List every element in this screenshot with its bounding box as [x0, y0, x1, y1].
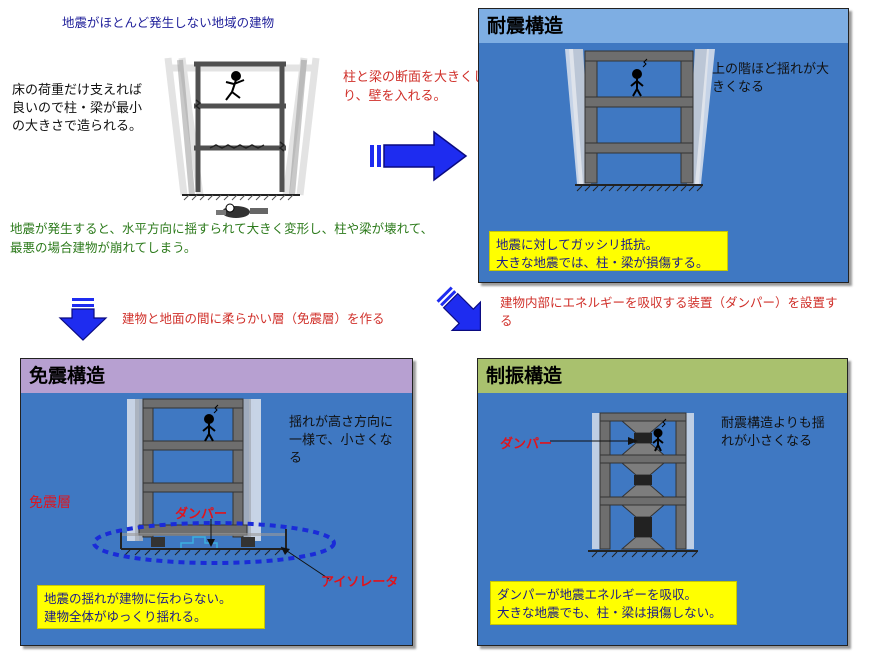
panel-title: 免震構造: [21, 359, 412, 393]
panel-title: 制振構造: [478, 359, 847, 393]
text-line: 地震が発生すると、水平方向に揺すられて大きく変形し、柱や梁が壊れて、: [10, 221, 434, 236]
menshin-description: 揺れが高さ方向に 一様で、小さくな る: [289, 414, 393, 468]
isolator-label: アイソレータ: [321, 575, 399, 590]
panel-taishin: 耐震構造 上の階ほど揺れが大 きくなる 地震に対してガ: [478, 8, 849, 283]
text-line: 大きな地震では、柱・梁が損傷する。: [496, 255, 709, 270]
damper-icon: [180, 536, 218, 549]
text-line: 地震の揺れが建物に伝わらない。: [44, 591, 232, 606]
seishin-instruction: 建物内部にエネルギーを吸収する装置（ダンパー）を設置す る: [500, 294, 838, 330]
text-line: 地震に対してガッシリ抵抗。: [496, 237, 659, 252]
panel-menshin: 免震構造: [20, 358, 413, 646]
taishin-note: 地震に対してガッシリ抵抗。 大きな地震では、柱・梁が損傷する。: [489, 231, 728, 271]
weak-building-description: 床の荷重だけ支えれば 良いので柱・梁が最小 の大きさで造られる。: [12, 82, 142, 136]
weak-building-consequence: 地震が発生すると、水平方向に揺すられて大きく変形し、柱や梁が壊れて、 最悪の場合…: [10, 219, 433, 257]
weak-building-illustration: [164, 57, 320, 218]
weak-building-title: 地震がほとんど発生しない地域の建物: [62, 15, 275, 30]
upgrade-instruction: 柱と梁の断面を大きくした り、壁を入れる。: [343, 68, 499, 106]
text-line: 耐震構造よりも揺: [721, 416, 825, 431]
menshin-note: 地震の揺れが建物に伝わらない。 建物全体がゆっくり揺れる。: [37, 585, 265, 629]
text-line: 揺れが高さ方向に: [289, 415, 394, 430]
panel-title: 耐震構造: [479, 9, 848, 43]
text-line: ダンパーが地震エネルギーを吸収。: [497, 587, 698, 602]
text-line: きくなる: [712, 80, 765, 95]
damper-label: ダンパー: [500, 437, 553, 452]
person-icon: [630, 58, 648, 97]
isolator-icon: [151, 537, 165, 547]
text-line: 大きな地震でも、柱・梁は損傷しない。: [497, 605, 722, 620]
text-line: 柱と梁の断面を大きくした: [343, 70, 500, 85]
damper-leader-line: [550, 437, 638, 445]
damper-label: ダンパー: [175, 507, 228, 522]
seishin-frame: [599, 412, 687, 550]
text-line: 建物内部にエネルギーを吸収する装置（ダンパー）を設置す: [500, 295, 838, 310]
weak-frame: [194, 61, 286, 192]
person-icon: [202, 404, 219, 442]
menshin-layer-label: 免震層: [29, 495, 71, 511]
leader-lines: [207, 519, 330, 580]
text-line: り、壁を入れる。: [343, 89, 447, 104]
text-line: 上の階ほど揺れが大: [712, 62, 830, 77]
taishin-frame: [584, 50, 694, 184]
right-arrow-icon: [370, 130, 468, 182]
text-line: の大きさで造られる。: [12, 119, 143, 134]
menshin-frame: [138, 398, 248, 538]
person-icon: [652, 418, 667, 452]
collapsed-debris-icon: [216, 203, 268, 218]
seishin-building-illustration: [588, 412, 698, 558]
panel-seishin: 制振構造: [477, 358, 848, 646]
menshin-instruction: 建物と地面の間に柔らかい層（免震層）を作る: [122, 311, 385, 326]
damper-icon: [634, 433, 652, 537]
text-line: る: [289, 451, 303, 466]
taishin-building-illustration: [565, 49, 715, 192]
text-line: れが小さくなる: [721, 434, 813, 449]
seishin-note: ダンパーが地震エネルギーを吸収。 大きな地震でも、柱・梁は損傷しない。: [490, 581, 737, 625]
down-arrow-icon: [58, 298, 108, 341]
diagonal-arrow-icon: [436, 286, 481, 331]
text-line: 建物全体がゆっくり揺れる。: [44, 609, 207, 624]
text-line: 最悪の場合建物が崩れてしまう。: [10, 240, 197, 255]
text-line: る: [500, 313, 513, 328]
person-icon: [225, 71, 245, 101]
menshin-building-illustration: [120, 398, 287, 556]
taishin-description: 上の階ほど揺れが大 きくなる: [712, 61, 829, 97]
menshin-layer-highlight: [92, 521, 336, 565]
text-line: 床の荷重だけ支えれば: [12, 83, 143, 98]
isolator-icon: [241, 537, 255, 547]
text-line: 良いので柱・梁が最小: [12, 101, 143, 116]
seishin-description: 耐震構造よりも揺 れが小さくなる: [721, 415, 825, 451]
text-line: 一様で、小さくな: [289, 433, 393, 448]
